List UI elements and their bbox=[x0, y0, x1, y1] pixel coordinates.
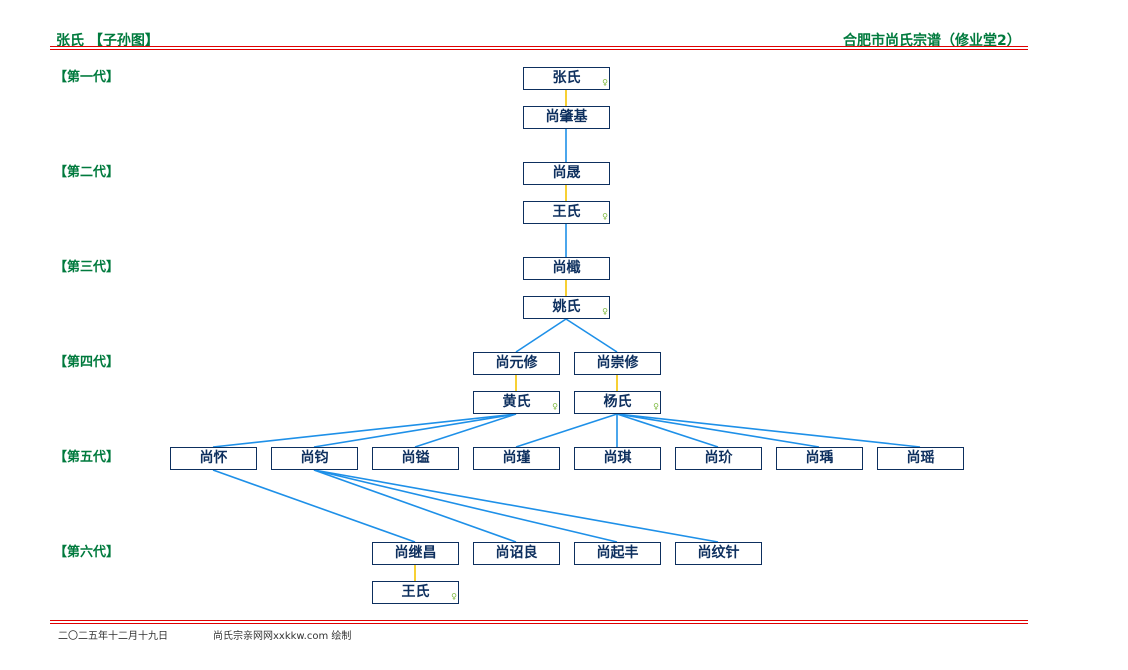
person-name: 尚肇基 bbox=[545, 109, 588, 125]
female-icon: ♀ bbox=[451, 592, 457, 601]
descent-line bbox=[515, 318, 567, 353]
generation-label-1: 【第一代】 bbox=[54, 70, 120, 85]
person-name: 尚檝 bbox=[552, 260, 581, 276]
descent-line bbox=[565, 318, 618, 353]
header-divider bbox=[50, 49, 1028, 50]
person-name: 尚瑶 bbox=[906, 450, 935, 466]
person-name: 尚元修 bbox=[495, 355, 538, 371]
person-box[interactable]: 杨氏 ♀ bbox=[574, 391, 661, 414]
person-box[interactable]: 张氏 ♀ bbox=[523, 67, 610, 90]
descent-line bbox=[212, 469, 416, 543]
person-box[interactable]: 王氏 ♀ bbox=[523, 201, 610, 224]
person-name: 杨氏 bbox=[603, 394, 632, 410]
person-box[interactable]: 王氏 ♀ bbox=[372, 581, 459, 604]
person-name: 尚崇修 bbox=[596, 355, 639, 371]
person-box[interactable]: 尚瑶 bbox=[877, 447, 964, 470]
person-box[interactable]: 尚晟 bbox=[523, 162, 610, 185]
generation-label-4: 【第四代】 bbox=[54, 355, 120, 370]
descent-line bbox=[616, 413, 719, 448]
person-box[interactable]: 黄氏 ♀ bbox=[473, 391, 560, 414]
person-box[interactable]: 尚檝 bbox=[523, 257, 610, 280]
footer-divider bbox=[50, 620, 1028, 621]
descent-line bbox=[515, 413, 618, 448]
descent-line bbox=[414, 413, 517, 448]
descent-line bbox=[616, 413, 820, 448]
person-box[interactable]: 尚琪 bbox=[574, 447, 661, 470]
person-name: 尚怀 bbox=[199, 450, 228, 466]
person-box[interactable]: 尚继昌 bbox=[372, 542, 459, 565]
generation-label-5: 【第五代】 bbox=[54, 450, 120, 465]
person-name: 尚瑾 bbox=[502, 450, 531, 466]
person-name: 尚晟 bbox=[552, 165, 581, 181]
descent-line bbox=[616, 413, 921, 448]
person-box[interactable]: 尚玠 bbox=[675, 447, 762, 470]
descent-line bbox=[212, 413, 517, 448]
person-name: 尚诏良 bbox=[495, 545, 538, 561]
person-box[interactable]: 尚元修 bbox=[473, 352, 560, 375]
female-icon: ♀ bbox=[602, 307, 608, 316]
person-name: 黄氏 bbox=[502, 394, 531, 410]
descent-line bbox=[313, 469, 719, 543]
person-box[interactable]: 尚起丰 bbox=[574, 542, 661, 565]
person-box[interactable]: 尚肇基 bbox=[523, 106, 610, 129]
female-icon: ♀ bbox=[653, 402, 659, 411]
female-icon: ♀ bbox=[552, 402, 558, 411]
descent-line bbox=[313, 469, 517, 543]
footer-date: 二〇二五年十二月十九日 bbox=[58, 631, 168, 642]
person-name: 尚起丰 bbox=[596, 545, 639, 561]
descent-line bbox=[313, 469, 618, 543]
descent-line bbox=[313, 413, 517, 448]
person-name: 尚钧 bbox=[300, 450, 329, 466]
header-divider bbox=[50, 46, 1028, 47]
person-name: 尚琪 bbox=[603, 450, 632, 466]
person-name: 尚镒 bbox=[401, 450, 430, 466]
generation-label-6: 【第六代】 bbox=[54, 545, 120, 560]
person-box[interactable]: 尚瑀 bbox=[776, 447, 863, 470]
person-box[interactable]: 尚崇修 bbox=[574, 352, 661, 375]
person-box[interactable]: 尚钧 bbox=[271, 447, 358, 470]
person-box[interactable]: 尚瑾 bbox=[473, 447, 560, 470]
person-box[interactable]: 尚诏良 bbox=[473, 542, 560, 565]
person-name: 张氏 bbox=[552, 70, 581, 86]
female-icon: ♀ bbox=[602, 212, 608, 221]
person-name: 姚氏 bbox=[552, 299, 581, 315]
footer-credit: 尚氏宗亲网网xxkkw.com 绘制 bbox=[213, 631, 352, 642]
person-name: 尚玠 bbox=[704, 450, 733, 466]
person-box[interactable]: 尚纹针 bbox=[675, 542, 762, 565]
person-name: 尚瑀 bbox=[805, 450, 834, 466]
generation-label-3: 【第三代】 bbox=[54, 260, 120, 275]
person-name: 王氏 bbox=[552, 204, 581, 220]
person-box[interactable]: 姚氏 ♀ bbox=[523, 296, 610, 319]
genealogy-title: 合肥市尚氏宗谱（修业堂2） bbox=[843, 33, 1021, 49]
person-name: 尚继昌 bbox=[394, 545, 437, 561]
person-box[interactable]: 尚怀 bbox=[170, 447, 257, 470]
page-title: 张氏 【子孙图】 bbox=[56, 33, 159, 49]
female-icon: ♀ bbox=[602, 78, 608, 87]
footer-divider bbox=[50, 623, 1028, 624]
person-name: 尚纹针 bbox=[697, 545, 740, 561]
person-name: 王氏 bbox=[401, 584, 430, 600]
person-box[interactable]: 尚镒 bbox=[372, 447, 459, 470]
generation-label-2: 【第二代】 bbox=[54, 165, 120, 180]
